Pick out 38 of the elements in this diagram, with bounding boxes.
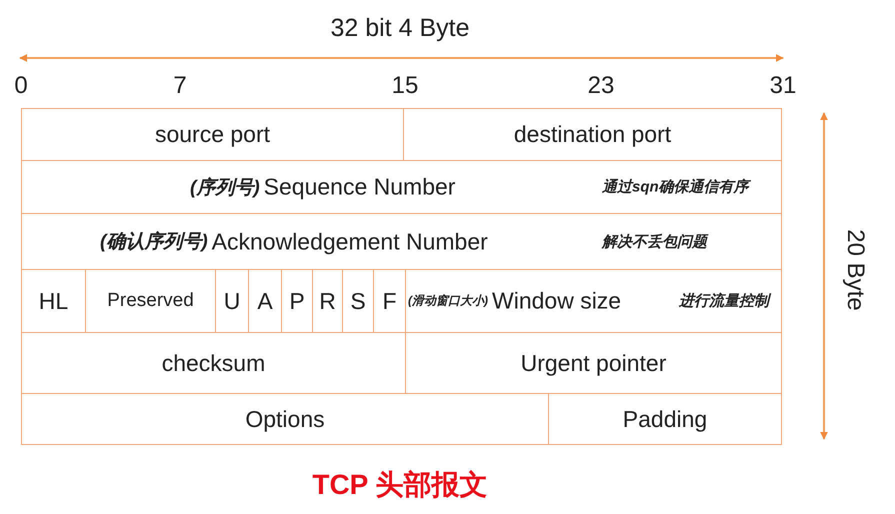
field-name: A: [257, 288, 273, 314]
field-name: R: [319, 288, 336, 314]
field-cell: [21, 213, 782, 270]
field-name: Sequence Number: [264, 174, 456, 200]
tick-label: 0: [14, 72, 28, 100]
field-name: checksum: [162, 350, 266, 376]
field-name: source port: [154, 121, 270, 148]
tick-label: 15: [392, 72, 418, 100]
field-name: U: [224, 288, 240, 314]
field-name: P: [289, 288, 305, 314]
field-cell: [548, 393, 782, 445]
field-name: Padding: [622, 406, 708, 432]
field-name: Preserved: [107, 290, 194, 312]
tick-label: 7: [173, 72, 187, 100]
field-cell: [405, 269, 782, 333]
annotation: (序列号): [190, 176, 260, 200]
field-cell: [21, 160, 782, 214]
annotation: (滑动窗口大小): [408, 292, 488, 310]
field-name: Urgent pointer: [520, 350, 666, 376]
tick-label: 23: [588, 72, 614, 100]
dimension-label: 20 Byte: [841, 229, 869, 311]
annotation: (确认序列号): [100, 230, 208, 254]
field-name: Acknowledgement Number: [212, 228, 488, 255]
tick-label: 31: [770, 72, 796, 100]
field-cell: [403, 108, 782, 161]
annotation: 进行流量控制: [679, 292, 769, 310]
field-name: Window size: [492, 288, 622, 314]
annotation: 通过sqn确保通信有序: [602, 178, 749, 196]
field-name: destination port: [514, 121, 672, 148]
caption: TCP 头部报文: [311, 468, 489, 502]
title: 32 bit 4 Byte: [330, 14, 470, 43]
field-cell: [21, 393, 549, 445]
field-name: F: [382, 288, 397, 314]
field-name: S: [350, 288, 366, 314]
field-name: Options: [245, 406, 325, 432]
field-name: HL: [38, 288, 68, 314]
field-cell: [21, 108, 404, 161]
annotation: 解决不丢包问题: [602, 232, 707, 251]
